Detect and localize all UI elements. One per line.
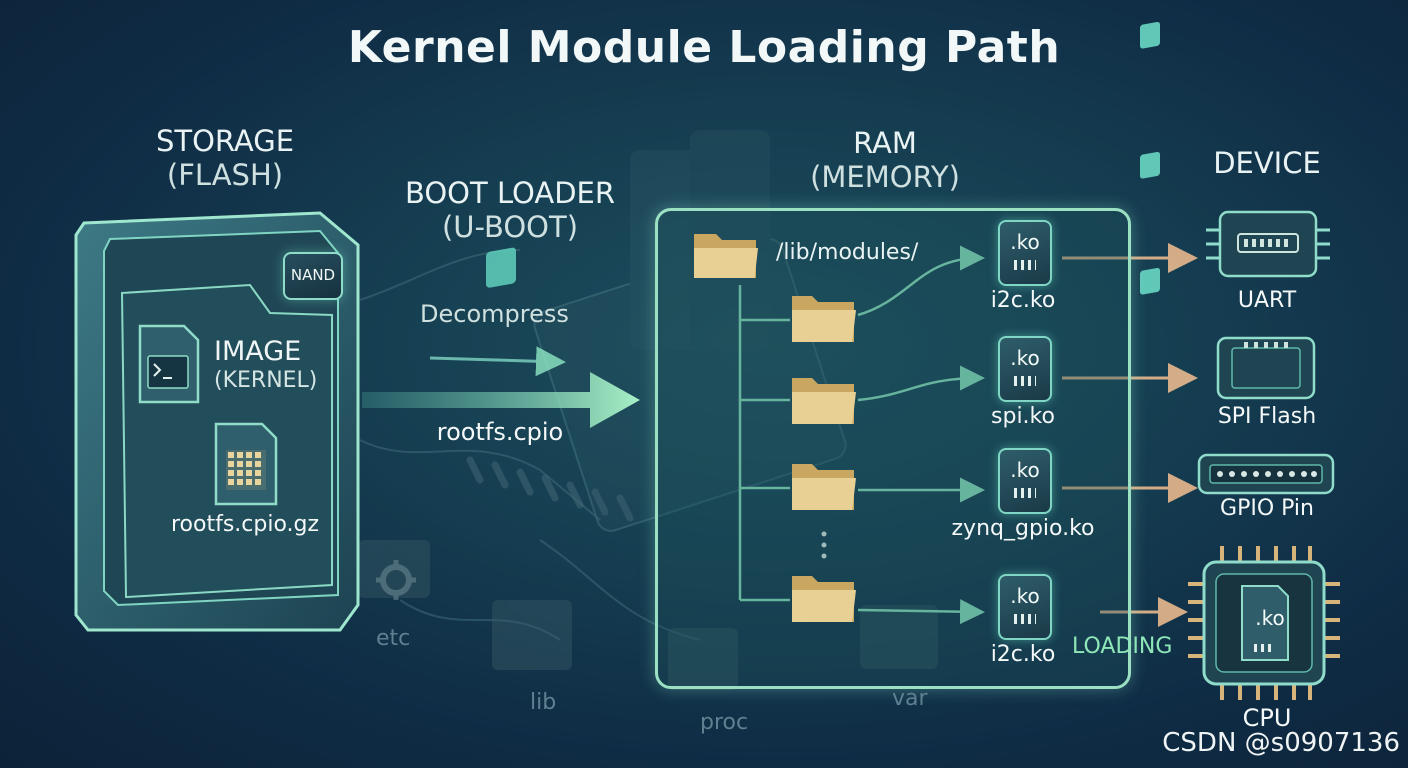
modules-folder-icon xyxy=(694,234,758,278)
gpio-pin-header-icon xyxy=(1197,453,1335,495)
spi-flash-label: SPI Flash xyxy=(1217,404,1317,429)
gpio-pin-label: GPIO Pin xyxy=(1220,496,1314,521)
data-packet-icon xyxy=(486,247,516,288)
ko-icon-text: .ko xyxy=(1010,458,1040,482)
decompress-label: Decompress xyxy=(420,300,569,328)
archive-file-icon xyxy=(214,422,278,506)
module-label: i2c.ko xyxy=(990,642,1056,667)
rootfs-cpio-label: rootfs.cpio xyxy=(436,418,564,446)
folder-icon xyxy=(792,296,856,342)
cpu-chip-icon xyxy=(1188,546,1340,700)
ram-panel xyxy=(655,208,1131,689)
folder-icon xyxy=(792,576,856,622)
storage-header: STORAGE (FLASH) xyxy=(120,124,330,192)
module-label: spi.ko xyxy=(991,404,1055,429)
ram-title: RAM xyxy=(853,126,917,160)
nand-chip-icon: NAND xyxy=(283,252,343,300)
module-label: zynq_gpio.ko xyxy=(951,516,1095,541)
ram-header: RAM (MEMORY) xyxy=(790,126,980,194)
ko-module-icon: .ko xyxy=(998,336,1052,402)
kernel-image-icon xyxy=(138,324,200,404)
flash-storage-panel xyxy=(74,211,360,632)
archive-file-label: rootfs.cpio.gz xyxy=(170,512,320,537)
loading-status: LOADING xyxy=(1072,634,1173,659)
nand-chip-label: NAND xyxy=(290,266,336,284)
ram-subtitle: (MEMORY) xyxy=(810,160,960,194)
ghost-dir-etc: etc xyxy=(376,626,411,651)
cpu-ko-text: .ko xyxy=(1255,606,1285,630)
modules-path-label: /lib/modules/ xyxy=(776,240,919,265)
watermark: CSDN @s0907136 xyxy=(1162,728,1400,758)
storage-subtitle: (FLASH) xyxy=(166,158,284,192)
bootloader-header: BOOT LOADER (U-BOOT) xyxy=(390,176,630,244)
folder-icon xyxy=(792,378,856,424)
ko-module-icon: .ko xyxy=(998,574,1052,640)
ko-icon-text: .ko xyxy=(1010,346,1040,370)
ghost-dir-var: var xyxy=(892,686,928,711)
spi-flash-chip-icon xyxy=(1216,336,1316,400)
uart-label: UART xyxy=(1237,288,1297,313)
ghost-dir-lib: lib xyxy=(530,690,557,715)
cpu-label: CPU xyxy=(1242,704,1292,732)
ko-icon-text: .ko xyxy=(1010,230,1040,254)
kernel-image-sublabel: (KERNEL) xyxy=(214,368,318,393)
kernel-image-label: IMAGE xyxy=(214,336,302,367)
folder-icon xyxy=(792,464,856,510)
bootloader-title: BOOT LOADER xyxy=(404,176,616,210)
bootloader-subtitle: (U-BOOT) xyxy=(441,210,579,244)
storage-title: STORAGE xyxy=(155,124,295,158)
ko-module-icon: .ko xyxy=(998,220,1052,286)
device-header: DEVICE xyxy=(1213,146,1321,180)
ghost-dir-proc: proc xyxy=(700,710,749,735)
ko-module-icon: .ko xyxy=(998,448,1052,514)
ko-icon-text: .ko xyxy=(1010,584,1040,608)
page-title: Kernel Module Loading Path xyxy=(347,22,1061,73)
module-label: i2c.ko xyxy=(990,288,1056,313)
uart-chip-icon xyxy=(1206,210,1330,278)
